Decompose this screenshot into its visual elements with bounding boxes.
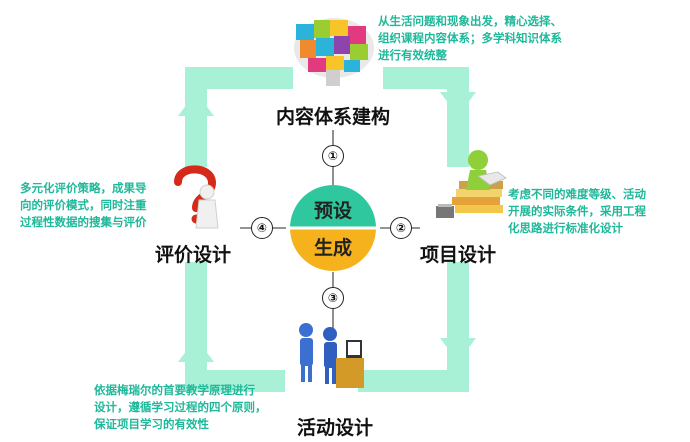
step-marker-3: ③ (322, 287, 344, 309)
question-figure-icon (174, 165, 219, 229)
note-evaluation-design: 多元化评价策略，成果导 向的评价模式，同时注重 过程性数据的搜集与评价 (20, 180, 147, 231)
bar-left-upper (185, 67, 207, 167)
node-project-design: 项目设计 (420, 244, 497, 266)
note-line: 保证项目学习的有效性 (94, 417, 209, 431)
note-line: 化思路进行标准化设计 (508, 221, 623, 235)
loop-arrows (178, 92, 476, 362)
note-line: 考虑不同的难度等级、活动 (508, 187, 646, 201)
note-line: 进行有效统整 (378, 48, 447, 62)
note-line: 依据梅瑞尔的首要教学原理进行 (94, 383, 255, 397)
arrow-right-top (440, 92, 476, 116)
note-activity-design: 依据梅瑞尔的首要教学原理进行 设计，遵循学习过程的四个原则， 保证项目学习的有效… (94, 382, 267, 433)
bar-right-upper (447, 67, 469, 167)
bar-left-lower (185, 262, 207, 392)
reading-figure-icon (436, 150, 507, 218)
arrow-right-bottom (440, 338, 476, 362)
note-line: 从生活问题和现象出发，精心选择、 (378, 14, 562, 28)
step-marker-4: ④ (251, 217, 273, 239)
bar-bottom-left (185, 370, 285, 392)
note-line: 向的评价模式，同时注重 (20, 198, 147, 212)
center-circle (286, 185, 380, 271)
node-evaluation-design: 评价设计 (155, 244, 232, 266)
step-marker-2: ② (390, 217, 412, 239)
note-line: 开展的实际条件，采用工程 (508, 204, 646, 218)
step-marker-1: ① (322, 145, 344, 167)
center-labels: 预设 生成 (290, 193, 376, 263)
note-line: 组织课程内容体系；多学科知识体系 (378, 31, 562, 45)
computer-figures-icon (299, 323, 364, 388)
note-line: 设计，遵循学习过程的四个原则， (94, 400, 267, 414)
bar-bottom-right (358, 370, 469, 392)
brain-puzzle-icon (294, 18, 374, 86)
arrow-left-bottom (178, 338, 214, 362)
center-bottom-label: 生成 (313, 237, 352, 259)
node-content-system: 内容体系建构 (276, 106, 391, 128)
arrow-left-top (178, 92, 214, 116)
node-activity-design: 活动设计 (297, 417, 374, 439)
bar-top-left (185, 67, 293, 89)
note-line: 过程性数据的搜集与评价 (20, 215, 147, 229)
bar-right-lower (447, 262, 469, 392)
note-project-design: 考虑不同的难度等级、活动 开展的实际条件，采用工程 化思路进行标准化设计 (508, 186, 646, 237)
center-top-label: 预设 (313, 200, 352, 222)
note-line: 多元化评价策略，成果导 (20, 181, 147, 195)
note-content-system: 从生活问题和现象出发，精心选择、 组织课程内容体系；多学科知识体系 进行有效统整 (378, 13, 562, 64)
